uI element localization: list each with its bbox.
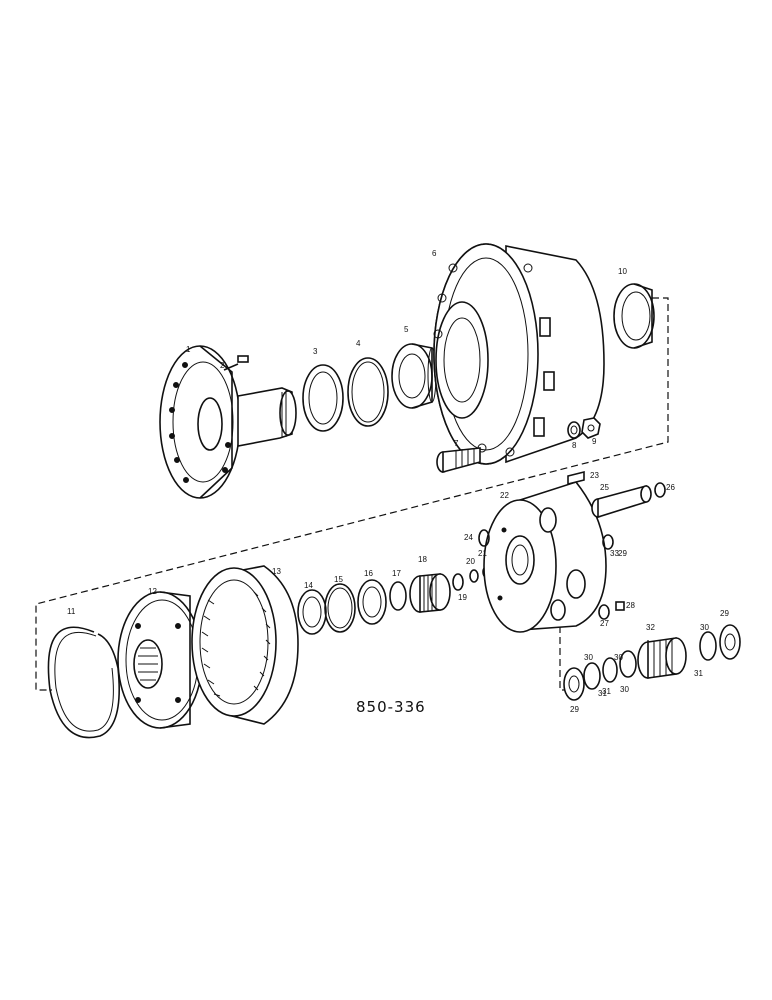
part-ring-14: [297, 589, 327, 635]
label-16: 16: [364, 569, 373, 578]
label-1: 1: [186, 345, 191, 354]
label-14: 14: [304, 581, 313, 590]
label-12: 12: [148, 587, 157, 596]
part-planet-gear: [637, 637, 687, 679]
label-11: 11: [67, 607, 76, 616]
part-ring-gear-carrier: [117, 591, 203, 729]
label-19: 19: [458, 593, 467, 602]
label-9: 9: [592, 437, 597, 446]
label-2: 2: [220, 361, 225, 370]
part-flange-hub: [159, 345, 297, 499]
label-32: 32: [646, 623, 655, 632]
label-30b: 30: [584, 653, 593, 662]
label-18: 18: [418, 555, 427, 564]
label-23: 23: [590, 471, 599, 480]
part-outer-seal: [613, 283, 655, 349]
label-20: 20: [466, 557, 475, 566]
label-29: 29: [720, 609, 729, 618]
label-31c: 31: [598, 689, 607, 698]
label-13: 13: [272, 567, 281, 576]
label-27: 27: [600, 619, 609, 628]
part-ring-16: [357, 579, 387, 625]
part-pin-28: [615, 601, 625, 611]
part-ring-31-left: [602, 657, 618, 683]
part-snap-ring: [47, 626, 120, 739]
label-22: 22: [500, 491, 509, 500]
part-planet-pin: [591, 484, 652, 519]
label-6: 6: [432, 249, 437, 258]
part-nut: [581, 417, 601, 439]
part-washer-30-left: [583, 662, 601, 690]
label-8: 8: [572, 441, 577, 450]
label-7: 7: [454, 439, 459, 448]
label-24: 24: [464, 533, 473, 542]
part-roller-bearing: [391, 343, 437, 409]
label-5: 5: [404, 325, 409, 334]
part-bolt-small: [223, 355, 249, 371]
part-washer-29-left: [563, 667, 585, 701]
part-ring-33: [602, 534, 614, 550]
label-33: 33: [610, 549, 619, 558]
label-30d: 30: [614, 653, 623, 662]
part-seal-ring: [302, 364, 344, 432]
label-31: 31: [694, 669, 703, 678]
label-29c: 29: [618, 549, 627, 558]
label-30c: 30: [620, 685, 629, 694]
part-ring-27: [598, 604, 610, 620]
label-26: 26: [666, 483, 675, 492]
part-wheel-hub-housing: [433, 243, 605, 465]
label-21: 21: [478, 549, 487, 558]
label-25: 25: [600, 483, 609, 492]
part-washer-29-right: [719, 624, 741, 660]
label-3: 3: [313, 347, 318, 356]
part-planet-carrier: [483, 481, 607, 633]
label-28: 28: [626, 601, 635, 610]
part-ring-gear: [191, 565, 299, 725]
part-shim-ring: [347, 357, 389, 427]
part-wheel-stud: [436, 447, 481, 474]
part-circlip-26: [654, 482, 666, 498]
part-washer: [567, 421, 581, 439]
part-washer-30-right: [699, 631, 717, 661]
part-ring-15: [324, 583, 356, 633]
label-10: 10: [618, 267, 627, 276]
label-15: 15: [334, 575, 343, 584]
part-ring-24: [478, 529, 490, 547]
label-31b: 31: [602, 687, 611, 696]
part-washer-30-mid: [619, 650, 637, 678]
label-4: 4: [356, 339, 361, 348]
label-17: 17: [392, 569, 401, 578]
part-ring-17: [389, 581, 407, 611]
label-29b: 29: [570, 705, 579, 714]
part-sun-gear: [409, 573, 451, 613]
part-number-labels: 1 2 3 4 5 6 7 8 9 10 11 12 13 14 15 16 1…: [67, 249, 729, 714]
drawing-code: 850-336: [356, 698, 426, 716]
part-bolt-23: [567, 470, 585, 486]
label-30: 30: [700, 623, 709, 632]
